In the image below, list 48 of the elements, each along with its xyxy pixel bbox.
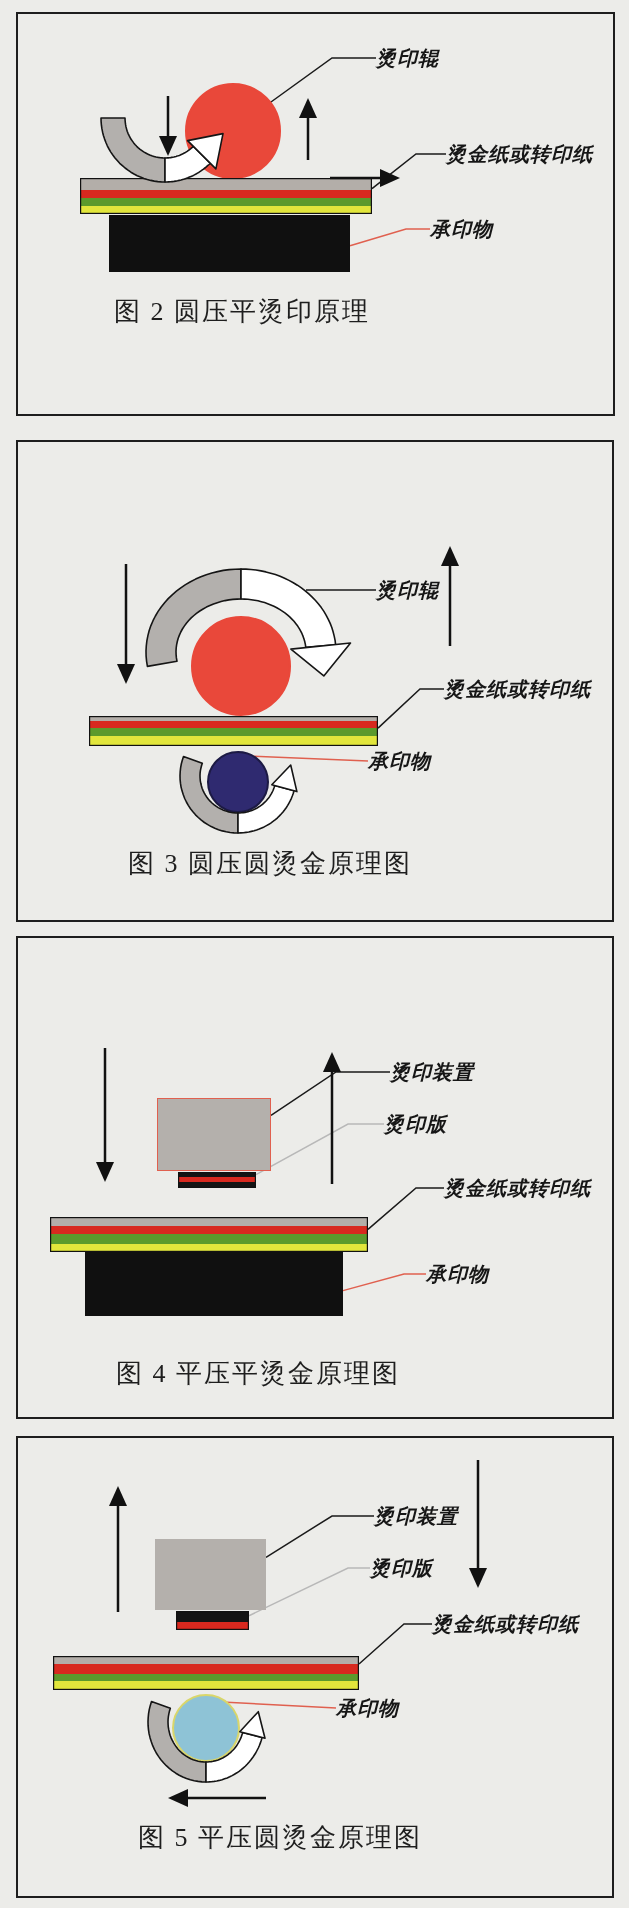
leader-line xyxy=(349,228,431,247)
figure-caption: 图 3 圆压圆烫金原理图 xyxy=(128,849,412,879)
part-label: 烫印辊 xyxy=(376,578,439,602)
foil-strip xyxy=(89,716,378,746)
substrate-block xyxy=(85,1252,343,1316)
foil-strip xyxy=(53,1656,359,1690)
leader-line xyxy=(255,1123,385,1176)
leader-line xyxy=(270,1071,391,1117)
leader-line xyxy=(265,1515,375,1559)
leader-line xyxy=(269,57,377,104)
figure-panel xyxy=(16,1436,614,1898)
figure-panel xyxy=(16,936,614,1419)
part-label: 承印物 xyxy=(430,217,493,241)
leader-line xyxy=(305,589,377,591)
leader-line xyxy=(377,688,445,729)
foil-strip xyxy=(80,178,372,214)
leader-line xyxy=(371,153,447,190)
leader-line xyxy=(225,1701,337,1709)
figure-caption: 图 4 平压平烫金原理图 xyxy=(116,1359,400,1389)
substrate-block xyxy=(109,215,350,272)
part-label: 烫金纸或转印纸 xyxy=(444,1176,591,1200)
part-label: 承印物 xyxy=(368,749,431,773)
part-label: 烫金纸或转印纸 xyxy=(444,677,591,701)
part-label: 烫印装置 xyxy=(374,1504,458,1528)
leader-line xyxy=(342,1273,427,1292)
roller-circle xyxy=(171,1693,241,1763)
part-label: 烫金纸或转印纸 xyxy=(446,142,593,166)
roller-circle xyxy=(206,750,270,814)
stamping-head xyxy=(155,1539,266,1610)
part-label: 烫印版 xyxy=(370,1556,433,1580)
figure-caption: 图 5 平压圆烫金原理图 xyxy=(138,1823,422,1853)
part-label: 烫金纸或转印纸 xyxy=(432,1612,579,1636)
figure-panel xyxy=(16,12,615,416)
foil-strip xyxy=(50,1217,368,1252)
leader-line xyxy=(367,1187,445,1231)
leader-line xyxy=(358,1623,433,1665)
figure-caption: 图 2 圆压平烫印原理 xyxy=(114,297,370,327)
figure-panel xyxy=(16,440,614,922)
stamping-plate xyxy=(176,1611,249,1630)
part-label: 烫印辊 xyxy=(376,46,439,70)
stamping-head xyxy=(157,1098,271,1171)
leader-line xyxy=(248,1567,371,1617)
part-label: 承印物 xyxy=(426,1262,489,1286)
stamping-plate xyxy=(178,1172,256,1188)
part-label: 烫印版 xyxy=(384,1112,447,1136)
roller-circle xyxy=(190,615,292,717)
part-label: 烫印装置 xyxy=(390,1060,474,1084)
part-label: 承印物 xyxy=(336,1696,399,1720)
